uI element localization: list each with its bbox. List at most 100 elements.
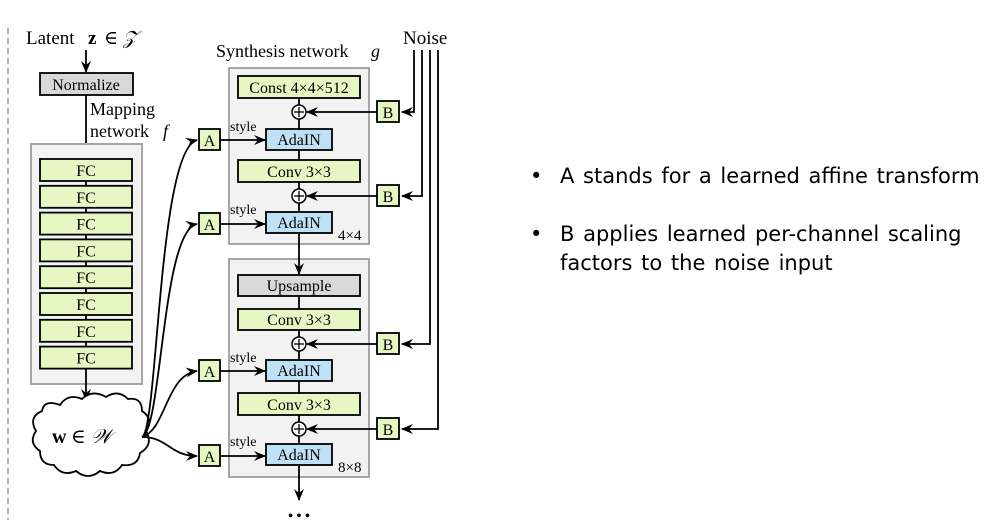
conv-box-2: Conv 3×3 (237, 308, 361, 331)
connector-a3 (141, 367, 198, 438)
style-label: style (230, 351, 256, 366)
connector-a2 (141, 220, 198, 438)
svg-text:AdaIN: AdaIN (277, 215, 321, 232)
svg-text:A: A (204, 449, 216, 466)
svg-text:Synthesis network: Synthesis network (216, 41, 349, 61)
fc-label: FC (76, 351, 96, 368)
noise-line-1 (401, 50, 415, 117)
conv-box-1: Conv 3×3 (237, 159, 361, 183)
bullet-item-a: • A stands for a learned affine transfor… (530, 162, 990, 191)
svg-text:Conv 3×3: Conv 3×3 (267, 164, 331, 181)
noise-b-box: B (306, 100, 400, 123)
style-connectors (141, 137, 198, 461)
fc-label: FC (76, 217, 96, 234)
add-node (291, 104, 307, 120)
noise-label: Noise (403, 28, 447, 49)
plus-group (291, 104, 307, 437)
adain-box: AdaIN style (230, 435, 333, 466)
svg-text:A: A (204, 133, 216, 150)
svg-text:network: network (90, 121, 149, 141)
w-space: ∈ 𝒲 (71, 426, 117, 448)
style-label: style (230, 203, 256, 218)
resolution-label-8x8: 8×8 (338, 460, 361, 476)
noise-lines (401, 50, 439, 434)
affine-a-box: A (198, 444, 266, 467)
svg-text:B: B (383, 422, 394, 439)
affine-a-box: A (198, 359, 266, 382)
add-node (291, 336, 307, 352)
synthesis-network-label: Synthesis network g (216, 41, 380, 61)
fc-layer: FC (39, 341, 133, 370)
fc-layer: FC (39, 315, 133, 343)
fc-label: FC (76, 190, 96, 207)
bullet-text: A stands for a learned affine transform (560, 164, 980, 188)
add-node (291, 188, 307, 204)
svg-text:Upsample: Upsample (267, 278, 332, 295)
svg-text:Latent: Latent (26, 28, 75, 49)
const-box: Const 4×4×512 (237, 75, 361, 99)
svg-text:Conv 3×3: Conv 3×3 (267, 312, 331, 329)
noise-b-box: B (306, 184, 400, 207)
svg-text:A: A (204, 364, 216, 381)
svg-text:AdaIN: AdaIN (277, 132, 321, 149)
svg-text:Conv 3×3: Conv 3×3 (267, 397, 331, 414)
fc-layer: FC (39, 234, 133, 263)
normalize-box: Normalize (39, 72, 134, 96)
fc-label: FC (76, 243, 96, 260)
upsample-box: Upsample (237, 274, 361, 297)
fc-label: FC (76, 163, 96, 180)
noise-line-2 (401, 50, 423, 201)
ellipsis: • • • (288, 509, 310, 524)
style-label: style (230, 120, 256, 135)
connector-a1 (141, 137, 198, 438)
adain-box: AdaIN style (230, 203, 333, 234)
latent-var: z (88, 28, 97, 49)
latent-space: ∈ 𝒵 (104, 28, 142, 49)
style-label: style (230, 435, 256, 450)
latent-label: Latent z ∈ 𝒵 (26, 28, 142, 49)
svg-text:B: B (383, 337, 394, 354)
fc-stack: FC FC FC FC FC FC FC FC (39, 158, 133, 370)
fc-layer: FC (39, 158, 133, 182)
fc-layer: FC (39, 181, 133, 209)
w-latent-cloud: w ∈ 𝒲 (31, 392, 151, 477)
noise-line-3 (401, 50, 431, 349)
bullet-text: B applies learned per-channel scaling fa… (560, 222, 962, 275)
affine-a-box: A (198, 212, 266, 235)
affine-a-box: A (198, 128, 266, 151)
svg-text:f: f (163, 121, 171, 141)
w-var: w (52, 426, 67, 448)
svg-text:g: g (371, 41, 380, 61)
conv-box-3: Conv 3×3 (237, 392, 361, 416)
noise-b-box: B (306, 332, 400, 355)
svg-text:B: B (383, 189, 394, 206)
svg-text:Normalize: Normalize (52, 77, 120, 94)
adain-box: AdaIN style (230, 351, 333, 382)
bullet-list: • A stands for a learned affine transfor… (530, 162, 990, 307)
fc-label: FC (76, 270, 96, 287)
fc-layer: FC (39, 288, 133, 316)
bullet-item-b: • B applies learned per-channel scaling … (530, 220, 990, 278)
fc-label: FC (76, 297, 96, 314)
fc-layer: FC (39, 207, 133, 236)
noise-scale-group: B B B B (306, 100, 400, 440)
noise-line-4 (401, 50, 439, 434)
bullet-marker: • (530, 164, 543, 188)
adain-box: AdaIN style (230, 120, 333, 151)
add-node (291, 421, 307, 437)
affine-group: A A A A (198, 128, 266, 467)
mapping-network-label: Mapping network f (90, 99, 171, 141)
svg-text:AdaIN: AdaIN (277, 447, 321, 464)
noise-b-box: B (306, 417, 400, 440)
svg-text:AdaIN: AdaIN (277, 363, 321, 380)
svg-text:A: A (204, 217, 216, 234)
svg-text:Const 4×4×512: Const 4×4×512 (249, 80, 348, 97)
bullet-marker: • (530, 222, 543, 246)
connector-a4 (141, 436, 198, 461)
resolution-label-4x4: 4×4 (338, 228, 362, 244)
fc-layer: FC (39, 261, 133, 290)
fc-label: FC (76, 324, 96, 341)
svg-text:Mapping: Mapping (90, 99, 155, 119)
